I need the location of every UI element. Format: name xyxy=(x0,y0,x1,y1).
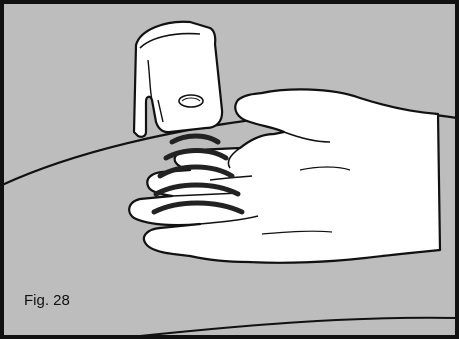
figure-caption: Fig. 28 xyxy=(24,292,70,309)
sensor-window xyxy=(178,94,204,108)
sensor-waves-icon xyxy=(151,133,245,215)
counter-edge-lower xyxy=(129,316,458,338)
dispenser-icon xyxy=(132,20,224,138)
hand-icon xyxy=(128,88,442,264)
